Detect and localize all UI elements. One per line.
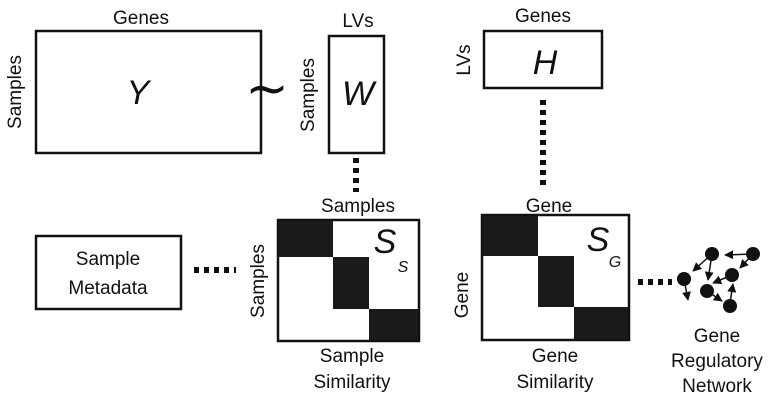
network-node-1 <box>705 247 719 261</box>
gene-similarity-subscript: G <box>609 254 621 271</box>
network-node-6 <box>723 299 737 313</box>
network-label-line3: Network <box>682 376 752 397</box>
matrix-w-col-label: LVs <box>342 11 373 32</box>
matrix-y-symbol: Y <box>127 74 152 112</box>
network-node-2 <box>746 247 760 261</box>
network-node-4 <box>725 268 739 282</box>
gene-similarity-matrix: S G Gene Gene Gene Similarity <box>452 196 631 393</box>
sample-similarity-caption-line2: Similarity <box>313 372 391 393</box>
approx-symbol: ∼ <box>245 60 289 118</box>
sample-similarity-col-label: Samples <box>321 196 395 217</box>
gene-similarity-col-label: Gene <box>526 196 572 217</box>
sample-similarity-matrix: S S Samples Samples Sample Similarity <box>248 196 421 393</box>
sample-metadata-line1: Sample <box>76 249 140 270</box>
sample-similarity-block-3 <box>369 309 418 340</box>
sample-metadata-box: Sample Metadata <box>34 234 183 311</box>
matrix-h-col-label: Genes <box>515 6 571 27</box>
sample-similarity-subscript: S <box>398 259 409 276</box>
matrix-h-symbol: H <box>533 44 558 82</box>
gene-regulatory-network: Gene Regulatory Network <box>671 247 763 397</box>
gene-similarity-block-3 <box>574 307 628 339</box>
sample-metadata-line2: Metadata <box>68 278 148 299</box>
matrix-h-box <box>482 29 604 90</box>
matrix-y-box <box>34 29 263 155</box>
gene-similarity-caption-line1: Gene <box>532 346 578 367</box>
network-node-3 <box>677 272 691 286</box>
sample-similarity-caption-line1: Sample <box>320 346 384 367</box>
sample-similarity-block-2 <box>333 257 369 309</box>
matrix-h-row-label: LVs <box>454 44 475 75</box>
sample-similarity-row-label: Samples <box>248 244 269 318</box>
gene-similarity-symbol: S <box>587 221 610 259</box>
matrix-y-col-label: Genes <box>113 8 169 29</box>
network-label-line1: Gene <box>694 326 740 347</box>
matrix-w: W LVs Samples <box>298 11 386 155</box>
gene-similarity-row-label: Gene <box>452 272 473 318</box>
gene-similarity-caption-line2: Similarity <box>516 372 594 393</box>
gene-similarity-block-2 <box>538 256 574 307</box>
matrix-y: Y Genes Samples <box>5 8 263 155</box>
gene-similarity-block-1 <box>483 216 538 256</box>
sample-similarity-symbol: S <box>374 223 397 261</box>
matrix-w-box <box>327 34 386 155</box>
matrix-w-row-label: Samples <box>298 58 319 132</box>
matrix-y-row-label: Samples <box>5 55 26 129</box>
network-label-line2: Regulatory <box>671 351 763 372</box>
sample-metadata-frame <box>34 234 183 311</box>
network-node-5 <box>700 284 714 298</box>
matrix-h: H Genes LVs <box>454 6 604 90</box>
sample-similarity-block-1 <box>279 221 333 257</box>
matrix-w-symbol: W <box>342 75 377 113</box>
